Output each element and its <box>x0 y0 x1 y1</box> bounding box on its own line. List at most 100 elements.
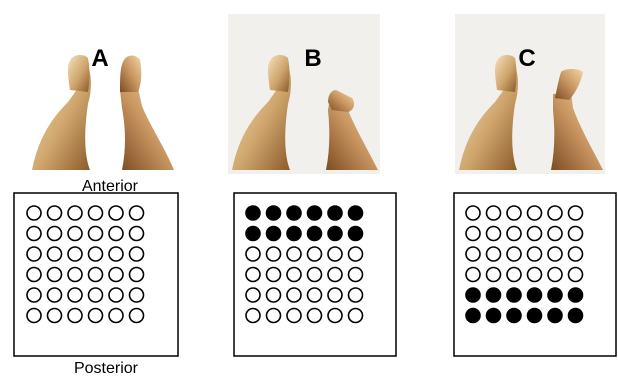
empty-dot <box>245 246 261 262</box>
filled-dot <box>547 307 563 324</box>
empty-dot <box>286 287 302 303</box>
empty-dot <box>67 266 83 283</box>
empty-dot <box>128 246 145 262</box>
empty-dot <box>485 225 502 242</box>
empty-dot <box>108 225 124 242</box>
empty-dot <box>265 287 282 303</box>
empty-dot <box>265 246 282 262</box>
empty-dot <box>347 246 364 262</box>
filled-dot <box>327 225 343 242</box>
filled-dot <box>286 205 302 221</box>
empty-dot <box>465 246 481 262</box>
empty-dot <box>306 287 323 303</box>
empty-dot <box>567 225 584 242</box>
filled-dot <box>245 205 261 221</box>
empty-dot <box>46 287 63 303</box>
empty-dot <box>265 307 282 324</box>
empty-dot <box>306 266 323 283</box>
empty-dot <box>108 205 124 221</box>
filled-dot <box>547 287 563 303</box>
empty-dot <box>506 205 522 221</box>
empty-dot <box>327 266 343 283</box>
empty-dot <box>306 307 323 324</box>
empty-dot <box>547 246 563 262</box>
filled-dot <box>567 307 584 324</box>
empty-dot <box>245 287 261 303</box>
filled-dot <box>306 205 323 221</box>
empty-dot <box>87 225 104 242</box>
empty-dot <box>526 225 543 242</box>
empty-dot <box>547 205 563 221</box>
empty-dot <box>67 246 83 262</box>
empty-dot <box>128 225 145 242</box>
empty-dot <box>485 266 502 283</box>
empty-dot <box>108 307 124 324</box>
empty-dot <box>67 307 83 324</box>
empty-dot <box>327 246 343 262</box>
empty-dot <box>286 307 302 324</box>
empty-dot <box>128 287 145 303</box>
empty-dot <box>108 287 124 303</box>
empty-dot <box>465 205 481 221</box>
empty-dot <box>26 246 42 262</box>
empty-dot <box>265 266 282 283</box>
empty-dot <box>347 266 364 283</box>
empty-dot <box>46 225 63 242</box>
empty-dot <box>26 307 42 324</box>
panel-label-b: B <box>304 45 321 72</box>
empty-dot <box>526 246 543 262</box>
empty-dot <box>485 246 502 262</box>
filled-dot <box>506 287 522 303</box>
empty-dot <box>465 225 481 242</box>
filled-dot <box>567 287 584 303</box>
empty-dot <box>465 266 481 283</box>
empty-dot <box>526 266 543 283</box>
filled-dot <box>286 225 302 242</box>
empty-dot <box>485 205 502 221</box>
empty-dot <box>128 205 145 221</box>
empty-dot <box>108 266 124 283</box>
empty-dot <box>245 307 261 324</box>
empty-dot <box>108 246 124 262</box>
empty-dot <box>128 266 145 283</box>
filled-dot <box>485 287 502 303</box>
empty-dot <box>347 287 364 303</box>
empty-dot <box>567 246 584 262</box>
empty-dot <box>526 205 543 221</box>
legs-illustration-c <box>455 14 605 174</box>
filled-dot <box>526 287 543 303</box>
empty-dot <box>67 287 83 303</box>
empty-dot <box>327 287 343 303</box>
empty-dot <box>506 246 522 262</box>
filled-dot <box>347 225 364 242</box>
empty-dot <box>245 266 261 283</box>
filled-dot <box>265 205 282 221</box>
tactor-dots <box>26 205 584 324</box>
empty-dot <box>87 205 104 221</box>
empty-dot <box>567 266 584 283</box>
filled-dot <box>526 307 543 324</box>
empty-dot <box>67 225 83 242</box>
empty-dot <box>46 307 63 324</box>
empty-dot <box>506 225 522 242</box>
empty-dot <box>306 246 323 262</box>
empty-dot <box>26 266 42 283</box>
empty-dot <box>67 205 83 221</box>
empty-dot <box>87 266 104 283</box>
filled-dot <box>465 307 481 324</box>
empty-dot <box>506 266 522 283</box>
panel-label-c: C <box>518 45 535 72</box>
filled-dot <box>265 225 282 242</box>
filled-dot <box>306 225 323 242</box>
empty-dot <box>347 307 364 324</box>
empty-dot <box>286 266 302 283</box>
filled-dot <box>485 307 502 324</box>
empty-dot <box>26 225 42 242</box>
empty-dot <box>46 205 63 221</box>
empty-dot <box>26 287 42 303</box>
empty-dot <box>547 266 563 283</box>
empty-dot <box>46 266 63 283</box>
empty-dot <box>547 225 563 242</box>
panel-label-a: A <box>91 45 108 72</box>
filled-dot <box>506 307 522 324</box>
